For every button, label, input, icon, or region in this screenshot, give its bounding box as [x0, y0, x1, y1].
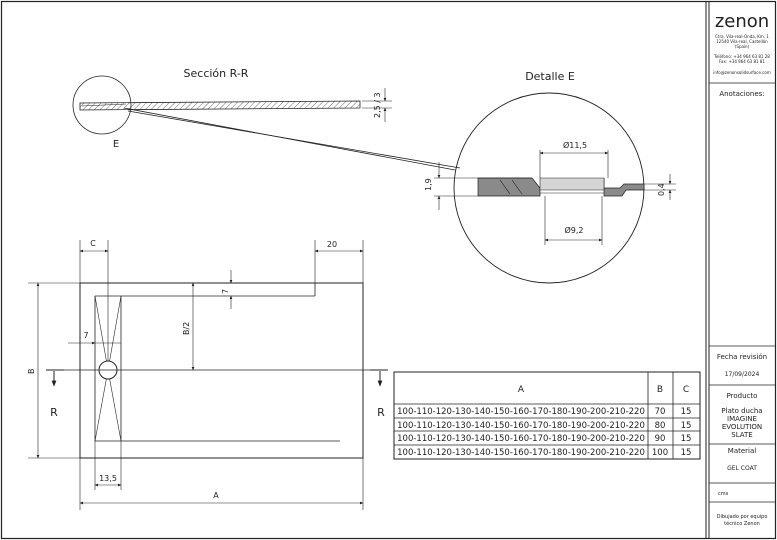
section-rr-view: Sección R-R E 2,5 / 3 — [72, 67, 461, 171]
product-line-1: Plato ducha — [721, 407, 762, 415]
detail-dim-top: Ø11,5 — [563, 140, 587, 150]
detail-e-view: Detalle E Ø11,5 Ø9,2 1,9 0,4 — [424, 70, 676, 284]
product-line-3: EVOLUTION — [722, 423, 762, 431]
address-line-2: 12540 Vila-real, Castellón — [716, 39, 768, 44]
email-text: info@zenonsolidsurface.com — [713, 70, 771, 75]
table-header-b: B — [657, 385, 663, 395]
drawn-by-line-2: técnico Zenon — [724, 520, 760, 527]
table-row-1-b: 70 — [655, 407, 666, 417]
dim-b2-label: B/2 — [182, 322, 191, 335]
detail-title: Detalle E — [525, 70, 575, 83]
detail-dim-left: 1,9 — [424, 178, 433, 191]
section-title: Sección R-R — [184, 67, 249, 80]
dim-20-label: 20 — [327, 240, 337, 249]
table-row-1-a: 100-110-120-130-140-150-160-170-180-190-… — [397, 407, 645, 417]
fax-text: Fax: +34 964 63 81 81 — [719, 59, 765, 64]
revision-label: Fecha revisión — [717, 353, 767, 361]
cut-label-right: R — [377, 406, 385, 419]
dim-7-left-label: 7 — [83, 331, 88, 340]
phone-text: Teléfono: +34 964 63 81 28 — [713, 54, 770, 59]
material-value: GEL COAT — [727, 465, 757, 472]
section-profile — [79, 100, 361, 111]
address-line-3: (Spain) — [735, 44, 750, 49]
dim-b-label: B — [27, 369, 36, 375]
table-row-4-b: 100 — [652, 448, 668, 458]
units-text: cms — [718, 491, 729, 497]
drawn-by-line-1: Dibujado por equipo — [717, 514, 768, 520]
dim-13-5-label: 13,5 — [99, 474, 117, 483]
table-header-a: A — [518, 385, 525, 395]
table-row-3-c: 15 — [681, 434, 692, 444]
table-row-2-a: 100-110-120-130-140-150-160-170-180-190-… — [397, 421, 645, 431]
detail-dim-bottom: Ø9,2 — [564, 225, 583, 235]
cut-label-left: R — [50, 406, 58, 419]
table-row-1-c: 15 — [681, 407, 692, 417]
table-header-c: C — [683, 385, 689, 395]
zenon-logo: zenon — [715, 11, 769, 32]
table-row-2-c: 15 — [681, 421, 692, 431]
table-row-4-a: 100-110-120-130-140-150-160-170-180-190-… — [397, 448, 645, 458]
detail-e-marker-circle — [72, 75, 132, 135]
detail-section-left — [477, 177, 541, 197]
dim-c-label: C — [90, 239, 96, 248]
product-label: Producto — [727, 392, 758, 400]
dim-7-top-label: 7 — [221, 289, 230, 294]
detail-e-marker-label: E — [113, 139, 119, 150]
table-row-4-c: 15 — [681, 448, 692, 458]
detail-dim-right: 0,4 — [657, 183, 666, 196]
dim-a-label: A — [213, 491, 219, 500]
product-line-2: IMAGINE — [727, 415, 757, 423]
table-row-2-b: 80 — [655, 421, 666, 431]
table-row-3-b: 90 — [655, 434, 666, 444]
section-thickness-label: 2,5 / 3 — [373, 92, 382, 118]
address-line-1: Ctra. Vila-real-Onda, Km. 1 — [715, 34, 769, 39]
material-label: Material — [728, 447, 756, 455]
detail-drain-insert — [539, 177, 605, 191]
revision-date: 17/09/2024 — [725, 371, 760, 378]
dimension-table: A B C 100-110-120-130-140-150-160-170-18… — [393, 371, 701, 460]
title-block: zenon Ctra. Vila-real-Onda, Km. 1 12540 … — [705, 1, 775, 539]
annotations-label: Anotaciones: — [719, 90, 764, 98]
product-line-4: SLATE — [731, 431, 752, 439]
tray-outline — [79, 282, 364, 459]
detail-section-right — [603, 178, 645, 197]
table-row-3-a: 100-110-120-130-140-150-160-170-180-190-… — [397, 434, 645, 444]
plan-view: R R C 20 7 B/2 B 7 13,5 — [27, 239, 388, 510]
